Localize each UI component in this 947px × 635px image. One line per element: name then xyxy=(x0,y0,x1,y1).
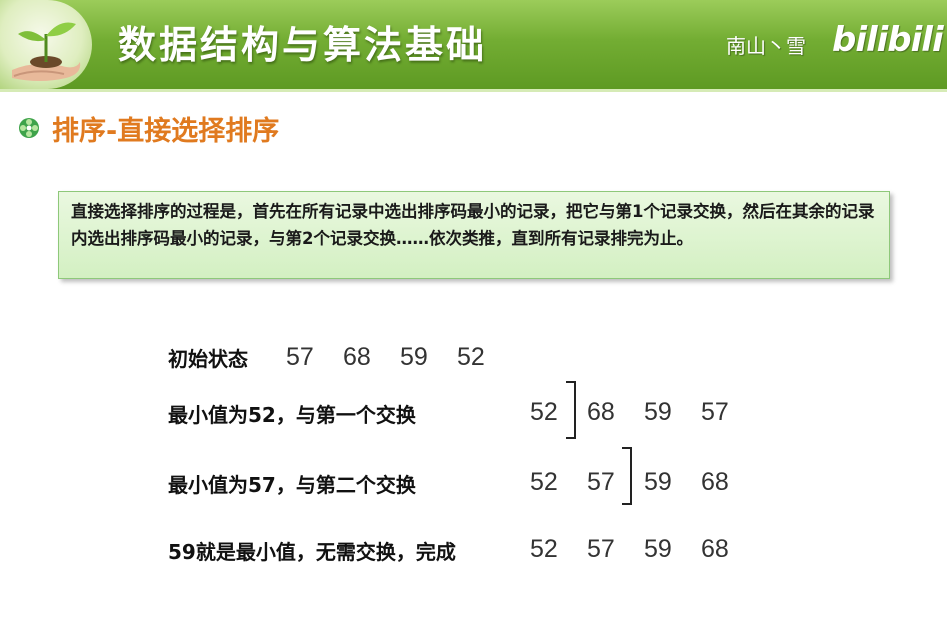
section-title: 排序-直接选择排序 xyxy=(52,115,280,147)
description-box: 直接选择排序的过程是，首先在所有记录中选出排序码最小的记录，把它与第1个记录交换… xyxy=(58,191,890,279)
step-value: 59 xyxy=(644,468,672,496)
step-label: 最小值为57，与第二个交换 xyxy=(168,473,416,497)
header-banner: 数据结构与算法基础 南山丶雪 bilibili xyxy=(0,0,947,92)
page-title: 数据结构与算法基础 xyxy=(118,23,488,67)
seedling-in-hands-icon xyxy=(0,0,92,89)
section-heading: 排序-直接选择排序 xyxy=(18,108,279,148)
step-value: 57 xyxy=(286,343,314,371)
bilibili-watermark: bilibili xyxy=(832,20,944,60)
step-value: 68 xyxy=(701,468,729,496)
sorted-partition-bracket xyxy=(622,447,632,505)
step-label: 最小值为52，与第一个交换 xyxy=(168,403,416,427)
step-value: 59 xyxy=(644,398,672,426)
watermark-username: 南山丶雪 xyxy=(726,34,806,58)
step-value: 57 xyxy=(587,535,615,563)
flower-bullet-icon xyxy=(19,118,39,138)
sorted-partition-bracket xyxy=(566,381,576,439)
step-value: 68 xyxy=(701,535,729,563)
step-value: 68 xyxy=(587,398,615,426)
step-label: 初始状态 xyxy=(168,347,248,371)
step-value: 59 xyxy=(644,535,672,563)
step-value: 68 xyxy=(343,343,371,371)
step-value: 52 xyxy=(457,343,485,371)
step-value: 57 xyxy=(701,398,729,426)
step-value: 59 xyxy=(400,343,428,371)
step-value: 52 xyxy=(530,398,558,426)
step-value: 52 xyxy=(530,468,558,496)
step-value: 52 xyxy=(530,535,558,563)
step-label: 59就是最小值，无需交换，完成 xyxy=(168,540,456,564)
step-value: 57 xyxy=(587,468,615,496)
